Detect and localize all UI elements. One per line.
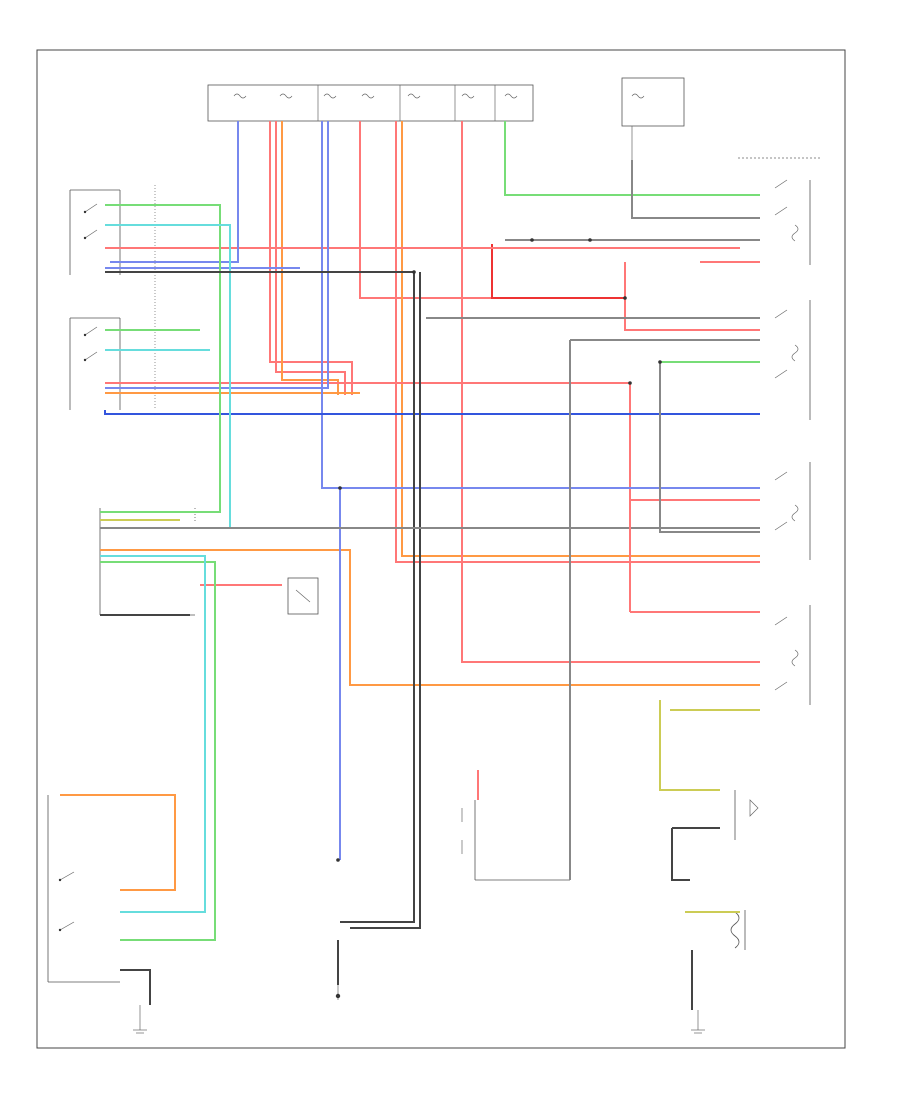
wire-red-1 bbox=[269, 121, 353, 395]
engine-coolant-temp-sensor bbox=[461, 800, 570, 881]
ac-clutch-coil bbox=[730, 910, 746, 950]
g-ground-2 bbox=[335, 985, 341, 1000]
splice-points bbox=[336, 238, 662, 862]
blower-switch-lower bbox=[69, 317, 121, 410]
fuse-panel bbox=[207, 84, 534, 122]
g-ground-3 bbox=[691, 1010, 705, 1034]
fan-control-relay-1 bbox=[774, 179, 811, 265]
blower-switch-upper bbox=[69, 189, 121, 275]
compressor-clutch-relay bbox=[47, 795, 120, 983]
ignition-fuse-box bbox=[621, 77, 685, 160]
fan-control-relay-4 bbox=[774, 605, 811, 705]
fuse-panel-box bbox=[207, 84, 534, 122]
wires bbox=[60, 121, 760, 1010]
fuse-symbols bbox=[233, 93, 518, 99]
pressure-cycling-switch bbox=[287, 577, 319, 615]
g-ground-1 bbox=[133, 1005, 147, 1034]
ac-clutch-diode bbox=[734, 790, 759, 840]
diagram-border bbox=[36, 49, 846, 1049]
fan-control-relay-2 bbox=[774, 300, 811, 420]
fan-control-relay-3 bbox=[774, 462, 811, 560]
